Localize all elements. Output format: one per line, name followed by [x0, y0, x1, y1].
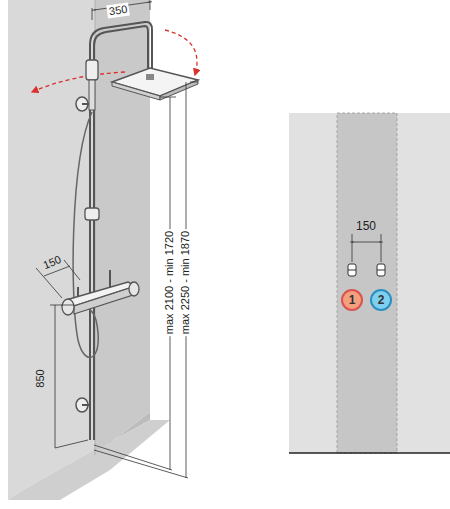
side-wall [8, 0, 95, 500]
hose [73, 112, 98, 357]
rotation-arrow [165, 30, 197, 75]
rotation-arrow [32, 72, 125, 92]
hand-shower [86, 60, 98, 80]
slide-holder [85, 208, 99, 220]
cold-water-callout: 2 [370, 289, 392, 311]
installation-zone [337, 113, 397, 453]
callout-number: 1 [349, 294, 356, 306]
dimension-value: max 2100 - min 1720 [164, 228, 177, 335]
wall-panel [289, 113, 450, 453]
callout-number: 2 [378, 294, 385, 306]
wall-connector [348, 264, 385, 276]
dimension-value: 850 [33, 367, 46, 389]
back-wall [95, 0, 150, 455]
dimension-line [92, 0, 150, 20]
floor-line [289, 452, 450, 454]
dimension-line [50, 305, 88, 448]
hot-water-callout: 1 [341, 289, 363, 311]
dimension-line [94, 82, 198, 478]
dimension-value: max 2250 - min 1870 [180, 228, 193, 335]
dimension-line [352, 234, 381, 262]
dimension-value: 350 [106, 2, 130, 18]
thermostatic-mixer [62, 270, 139, 315]
dimension-value: 150 [354, 219, 378, 233]
